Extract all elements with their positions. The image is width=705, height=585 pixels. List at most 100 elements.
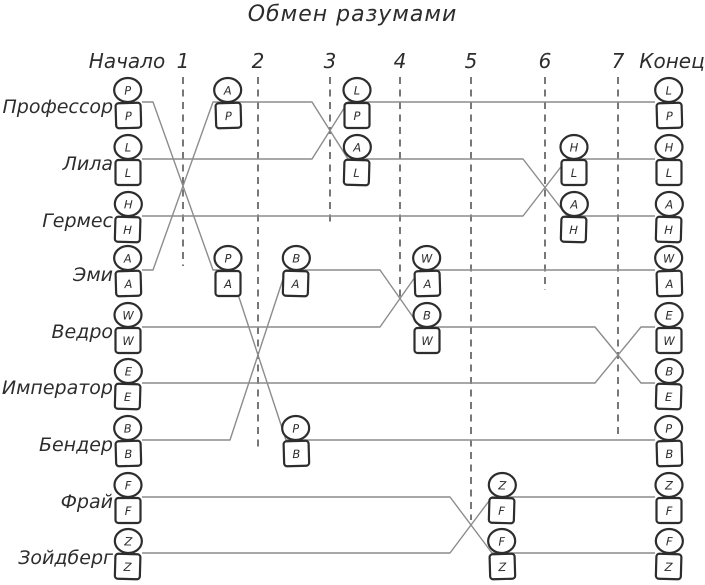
row-label: Профессор — [3, 96, 113, 118]
swap-token: AH — [654, 190, 684, 244]
body-letter: F — [498, 504, 505, 518]
swap-token: EW — [654, 301, 684, 355]
mind-letter: P — [225, 252, 232, 266]
mind-letter: H — [570, 141, 579, 155]
column-header-step: 6 — [539, 49, 552, 73]
mind-circle — [654, 357, 684, 385]
column-header-step: 3 — [324, 49, 337, 73]
swap-token: AA — [113, 244, 143, 298]
mind-letter: W — [663, 251, 675, 265]
mind-letter: F — [498, 534, 505, 548]
body-letter: P — [666, 109, 673, 123]
swap-token: PB — [281, 414, 311, 468]
body-letter: E — [665, 390, 673, 404]
mind-wire — [142, 496, 655, 554]
mind-circle — [281, 414, 311, 442]
mind-circle — [113, 471, 143, 499]
row-label: Лила — [62, 153, 113, 175]
swap-token: BW — [412, 301, 442, 355]
mind-letter: A — [664, 197, 673, 211]
mind-circle — [113, 357, 143, 385]
row-label: Ведро — [51, 321, 113, 343]
mind-circle — [213, 244, 243, 272]
mind-wire — [142, 496, 655, 554]
mind-letter: L — [125, 141, 131, 155]
body-letter: P — [354, 109, 361, 123]
mind-letter: H — [124, 197, 133, 211]
swap-token: FZ — [654, 527, 684, 581]
mind-circle — [654, 414, 684, 442]
mind-letter: F — [666, 534, 673, 548]
mind-circle — [113, 244, 143, 272]
body-letter: E — [124, 390, 132, 404]
mind-circle — [559, 190, 589, 218]
swap-token: PP — [113, 76, 143, 130]
swap-token: AP — [213, 76, 243, 130]
swap-token: PA — [213, 244, 243, 298]
swap-token: ZZ — [113, 527, 143, 581]
mind-letter: W — [122, 309, 134, 323]
body-letter: W — [663, 334, 675, 348]
swap-token: BA — [281, 244, 311, 298]
mind-circle — [654, 244, 684, 272]
body-letter: H — [123, 223, 132, 237]
body-letter: B — [292, 447, 300, 461]
mind-circle — [487, 527, 517, 555]
swap-token: ZF — [654, 471, 684, 525]
mind-circle — [213, 76, 243, 104]
body-letter: A — [664, 277, 673, 291]
mind-letter: E — [665, 309, 673, 323]
mind-letter: L — [354, 84, 360, 98]
mind-letter: W — [421, 251, 433, 265]
body-letter: F — [666, 504, 673, 518]
swap-token: BB — [113, 414, 143, 468]
body-letter: W — [122, 334, 134, 348]
mind-letter: B — [665, 364, 673, 378]
mind-circle — [113, 133, 143, 161]
mind-circle — [113, 76, 143, 104]
swap-token: AL — [342, 133, 372, 187]
mind-wire — [142, 101, 655, 271]
body-letter: P — [225, 109, 232, 123]
row-label: Зойдберг — [18, 547, 114, 569]
mind-letter: B — [292, 251, 300, 265]
swap-token: HL — [654, 133, 684, 187]
mind-letter: Z — [123, 534, 133, 548]
mind-letter: A — [352, 140, 361, 154]
row-label: Гермес — [42, 210, 113, 232]
mind-letter: H — [665, 141, 674, 155]
diagram-title: Обмен разумами — [247, 2, 458, 27]
mind-letter: P — [292, 421, 299, 435]
mind-wire — [142, 269, 655, 441]
mind-letter: A — [569, 197, 578, 211]
swap-token: PB — [654, 414, 684, 468]
mind-circle — [654, 301, 684, 329]
mind-circle — [281, 244, 311, 272]
body-letter: B — [665, 447, 673, 461]
body-letter: B — [124, 447, 132, 461]
body-letter: F — [125, 504, 132, 518]
mind-wire — [142, 326, 655, 384]
body-letter: Z — [497, 560, 507, 574]
body-letter: Z — [663, 560, 673, 574]
column-header-step: 4 — [394, 49, 407, 73]
mind-circle — [113, 414, 143, 442]
swap-token: EE — [113, 357, 143, 411]
body-letter: H — [664, 223, 673, 237]
swap-token: AH — [559, 190, 589, 244]
mind-circle — [654, 190, 684, 218]
mind-circle — [654, 133, 684, 161]
body-letter: P — [125, 109, 132, 123]
column-header-start: Начало — [89, 49, 165, 73]
body-letter: H — [569, 223, 578, 237]
swap-token: BE — [654, 357, 684, 411]
mind-letter: A — [223, 83, 232, 97]
mind-circle — [654, 527, 684, 555]
mind-circle — [559, 133, 589, 161]
swap-token: WA — [412, 244, 442, 298]
mind-letter: B — [124, 421, 132, 435]
column-header-step: 5 — [465, 49, 478, 73]
column-header-step: 7 — [612, 49, 625, 73]
mind-letter: Z — [497, 478, 507, 492]
